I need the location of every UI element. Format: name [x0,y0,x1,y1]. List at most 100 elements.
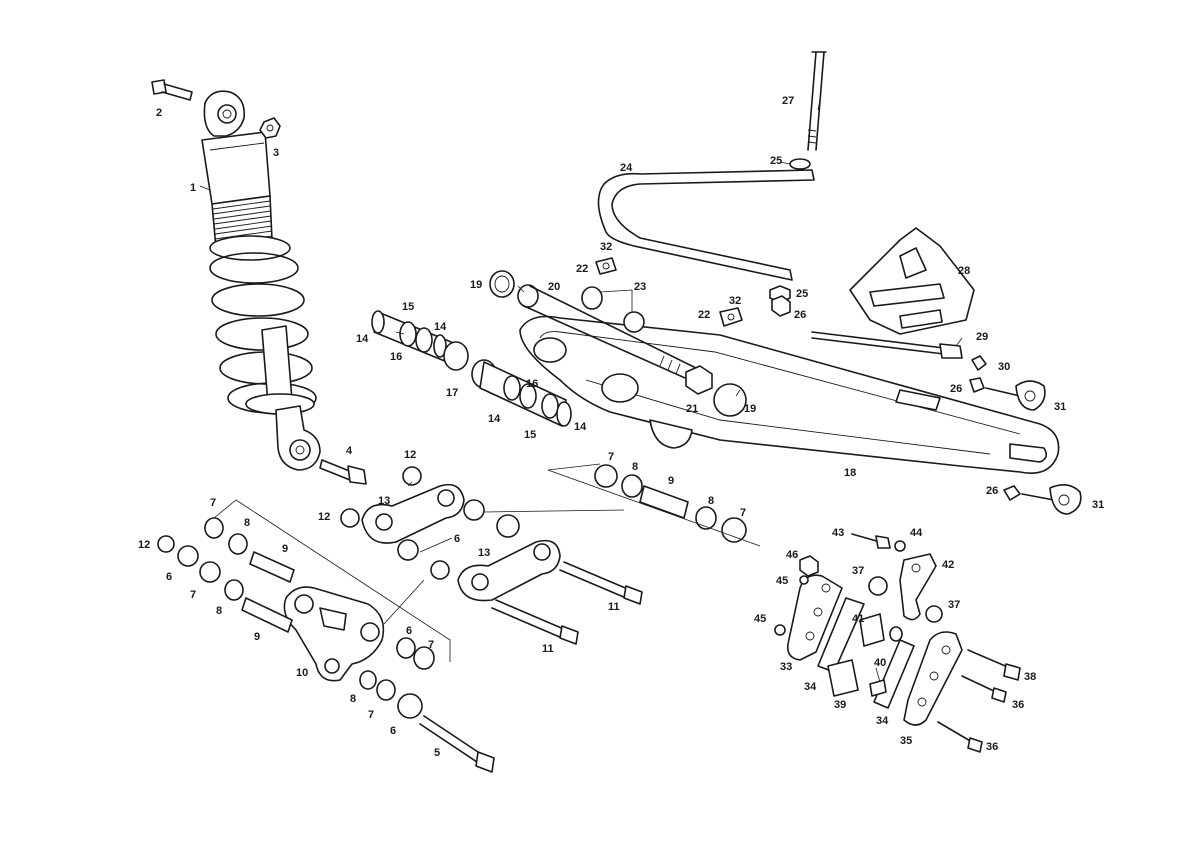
pivot-bush-set-upper [371,310,469,371]
callout-14: 14 [434,321,447,333]
chain-guide-rod [811,331,963,359]
pin-40 [869,679,887,697]
callout-6-b: 6 [166,571,172,583]
callout-25: 25 [770,155,782,167]
long-stud [807,51,827,151]
callout-17: 17 [446,387,458,399]
seal-ring-b [623,311,645,333]
seal-7-bottom [376,679,396,701]
callout-4: 4 [346,445,353,457]
callout-41: 41 [852,613,864,625]
bush-12-left [340,508,360,528]
bearing-8-upper [228,533,248,555]
shock-upper-bolt [151,79,193,101]
callout-22: 22 [576,263,588,275]
ring-6-bottom [397,693,423,719]
leader-lines [199,99,963,683]
callout-37-b: 37 [948,599,960,611]
callout-46: 46 [786,549,798,561]
ring-37-lower [925,605,943,623]
callout-16: 16 [390,351,402,363]
callout-14-c: 14 [488,413,501,425]
bearing-set-upper [594,464,747,543]
callout-21: 21 [686,403,698,415]
bush-12-rocker [157,535,175,553]
callout-26: 26 [794,309,806,321]
callout-33: 33 [780,661,792,673]
rear-shock-absorber [201,90,321,471]
link-plate-lower [457,539,561,602]
callout-8-d: 8 [216,605,222,617]
callout-40: 40 [874,657,886,669]
callout-8: 8 [632,461,638,473]
washer-45-upper [799,575,809,585]
ring-6-b [496,514,520,538]
bolt-36 [937,721,983,753]
washer-44 [894,540,906,552]
callout-3: 3 [273,147,279,159]
callout-42: 42 [942,559,954,571]
callout-12: 12 [404,449,416,461]
bracket-plate-left [786,574,843,661]
callout-37: 37 [852,565,864,577]
bolt-38 [967,649,1021,681]
callout-26-c: 26 [986,485,998,497]
callout-labels: 1 2 3 4 27 25 24 32 22 19 20 23 32 22 25… [138,95,1104,759]
callout-16-b: 16 [526,378,538,390]
callout-9-b: 9 [282,543,288,555]
callout-2: 2 [156,107,162,119]
chain-adjuster-lower [1003,484,1082,515]
callout-7-c: 7 [210,497,216,509]
callout-34: 34 [804,681,817,693]
callout-24: 24 [620,162,633,174]
callout-7: 7 [608,451,614,463]
clip-lower [719,307,743,327]
callout-1: 1 [190,182,196,194]
ring-6-rocker-right [396,637,416,659]
seal-7-rocker-right [413,646,435,670]
sleeve-9-upper [249,551,295,583]
callout-15-b: 15 [524,429,536,441]
callout-14-d: 14 [574,421,587,433]
ring-6-c [397,539,419,561]
callout-14-b: 14 [356,333,369,345]
callout-7-f: 7 [368,709,374,721]
callout-19: 19 [470,279,482,291]
shock-upper-nut [259,117,281,139]
callout-23: 23 [634,281,646,293]
callout-5: 5 [434,747,440,759]
rocker-arm [283,586,385,682]
callout-13: 13 [378,495,390,507]
callout-8-c: 8 [244,517,250,529]
nut-46 [799,555,819,577]
chain-adjuster-upper [969,377,1046,411]
callout-45-b: 45 [754,613,766,625]
ring-6-d [430,560,450,580]
bracket-plate-right [903,631,963,726]
callout-39: 39 [834,699,846,711]
bearing-8-bottom [359,670,377,690]
callout-32-b: 32 [729,295,741,307]
callout-25-b: 25 [796,288,808,300]
link-bolt-upper [559,561,643,605]
seal-ring-a [581,286,603,310]
callout-22-b: 22 [698,309,710,321]
spacer-41-end [889,626,903,642]
callout-36: 36 [1012,699,1024,711]
ring-6-rocker [177,545,199,567]
spacer-39 [827,659,859,697]
shock-lower-bolt [319,459,367,485]
callout-12-c: 12 [138,539,150,551]
callout-6-d: 6 [390,725,396,737]
callout-38: 38 [1024,671,1036,683]
callout-13-b: 13 [478,547,490,559]
chain-slider [597,169,815,281]
callout-18: 18 [844,467,856,479]
callout-30: 30 [998,361,1010,373]
callout-20: 20 [548,281,560,293]
callout-11-b: 11 [542,643,554,655]
spindle-bush-left [489,270,515,298]
pivot-bush-set-lower [471,359,572,427]
chain-guide-bracket [849,227,975,335]
